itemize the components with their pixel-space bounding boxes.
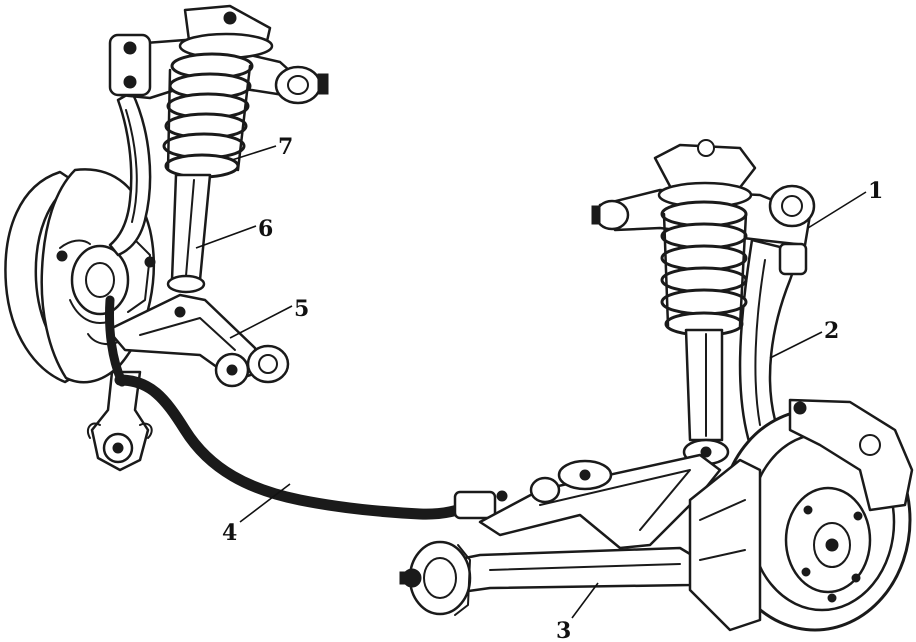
- left-lower-arm: [106, 293, 290, 388]
- left-shock-absorber: [166, 173, 212, 294]
- right-lower-arm: [478, 453, 722, 550]
- label-1: 1: [868, 178, 883, 204]
- label-3: 3: [556, 618, 571, 642]
- right-coil-spring: [660, 200, 748, 337]
- label-2: 2: [824, 318, 839, 344]
- right-shock-absorber: [682, 328, 730, 466]
- leader-6: [195, 225, 257, 249]
- label-5: 5: [294, 296, 309, 322]
- stabilizer-bar: [105, 295, 508, 520]
- strut-rod: [399, 540, 702, 616]
- leader-2: [769, 331, 823, 359]
- right-knuckle-arm: [738, 238, 808, 447]
- callout-leaders: [195, 145, 867, 619]
- label-6: 6: [258, 216, 273, 242]
- left-coil-spring: [162, 52, 254, 179]
- left-tie-rod-end: [86, 370, 153, 472]
- left-strut-mount: [178, 4, 274, 60]
- leader-7: [231, 145, 277, 161]
- right-brake-caliper: [788, 398, 914, 512]
- leader-3: [571, 582, 599, 619]
- callout-labels: 1 2 3 4 5 6 7: [222, 134, 883, 642]
- leader-4: [239, 483, 291, 523]
- leader-5: [229, 305, 293, 339]
- label-7: 7: [278, 134, 293, 160]
- left-upper-knuckle-arm: [108, 90, 152, 257]
- leader-1: [807, 191, 867, 229]
- right-strut-mount: [653, 139, 757, 209]
- label-4: 4: [222, 520, 237, 546]
